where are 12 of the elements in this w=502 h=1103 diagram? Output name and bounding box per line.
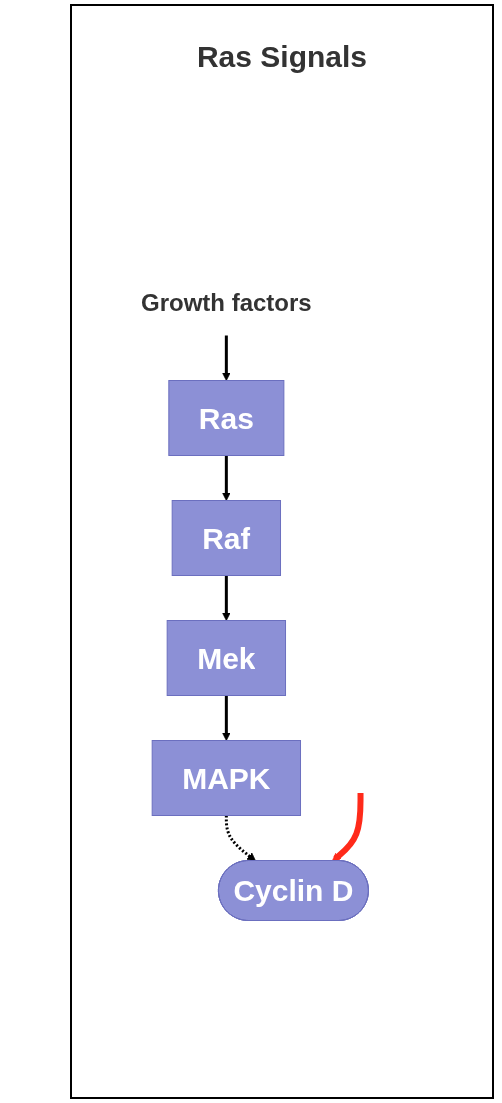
- arrow: [222, 455, 231, 501]
- node-box: MAPK: [151, 740, 302, 816]
- arrow: [222, 695, 231, 741]
- arrow: [222, 575, 231, 621]
- node-box: Raf: [171, 500, 282, 576]
- diagram-title: Ras Signals: [195, 40, 369, 74]
- node-box: Mek: [166, 620, 287, 696]
- arrow: [222, 335, 231, 381]
- node-box: Ras: [168, 380, 285, 456]
- node-text: Growth factors: [141, 288, 312, 316]
- arrow: [332, 793, 364, 862]
- arrow: [225, 815, 257, 862]
